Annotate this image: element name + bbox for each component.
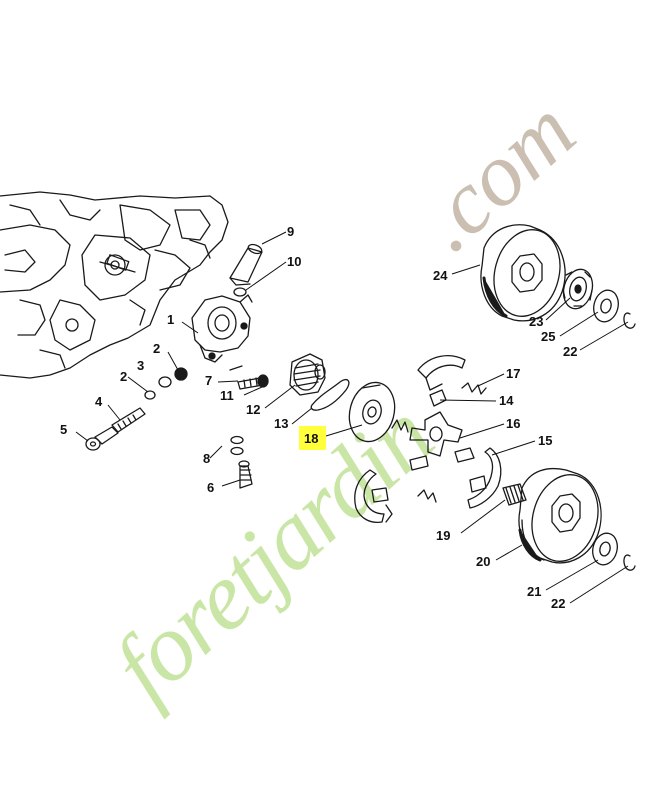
callout-5: 5 — [60, 422, 67, 437]
callout-4: 4 — [95, 394, 103, 409]
callout-21: 21 — [527, 584, 541, 599]
spur-gear-disc-part — [348, 381, 396, 443]
plug-screw-part — [144, 367, 188, 400]
o-ring-part — [233, 287, 247, 297]
callout-14: 14 — [499, 393, 514, 408]
callout-2-lower: 2 — [120, 369, 127, 384]
callout-2-upper: 2 — [153, 341, 160, 356]
watermark-suffix: .com — [399, 81, 593, 270]
callout-19: 19 — [436, 528, 450, 543]
washer-part-5 — [85, 437, 101, 451]
leader-lines — [75, 231, 629, 604]
callout-12: 12 — [246, 402, 260, 417]
callout-22-upper: 22 — [563, 344, 577, 359]
e-clip-upper — [623, 312, 636, 329]
spring-part-17 — [391, 382, 487, 503]
callout-17: 17 — [506, 366, 520, 381]
callout-16: 16 — [506, 416, 520, 431]
callout-6: 6 — [207, 480, 214, 495]
callout-18: 18 — [304, 431, 318, 446]
needle-bearing-part — [502, 483, 527, 506]
clutch-shoe-right — [467, 447, 502, 509]
watermark: foretjardin .com — [92, 81, 593, 721]
callout-10: 10 — [287, 254, 301, 269]
callout-labels: 1 2 2 3 4 5 6 7 8 9 10 11 12 13 14 15 16… — [60, 224, 577, 611]
callout-1: 1 — [167, 312, 174, 327]
callout-9: 9 — [287, 224, 294, 239]
callout-20: 20 — [476, 554, 490, 569]
callout-13: 13 — [274, 416, 288, 431]
clutch-drum-upper — [480, 224, 566, 322]
clutch-shoe-upper — [417, 355, 466, 407]
callout-11: 11 — [220, 388, 234, 403]
worm-gear-part — [289, 353, 326, 396]
e-clip-lower — [623, 554, 636, 571]
oil-pump-part — [191, 294, 253, 363]
rim-sprocket-part — [562, 268, 594, 310]
callout-22-lower: 22 — [551, 596, 565, 611]
o-rings-part-8 — [230, 435, 244, 456]
clutch-carrier — [409, 411, 475, 471]
callout-7: 7 — [205, 373, 212, 388]
callout-3: 3 — [137, 358, 144, 373]
nipple-part-6 — [238, 460, 253, 489]
callout-23: 23 — [529, 314, 543, 329]
adjusting-screw-part — [94, 407, 146, 445]
callout-15: 15 — [538, 433, 552, 448]
hose-part — [229, 243, 263, 286]
watermark-text: foretjardin — [92, 382, 451, 720]
clutch-drum-lower — [518, 467, 602, 564]
engine-housing — [0, 191, 229, 379]
screw-part-11 — [229, 365, 269, 390]
callout-25: 25 — [541, 329, 555, 344]
washer-part-21 — [592, 532, 618, 566]
spring-wire-part — [310, 378, 350, 411]
highlight-box-18 — [299, 426, 326, 450]
callout-24: 24 — [433, 268, 448, 283]
clutch-shoe-left — [354, 469, 393, 524]
washer-part-25 — [593, 289, 619, 323]
callout-8: 8 — [203, 451, 210, 466]
